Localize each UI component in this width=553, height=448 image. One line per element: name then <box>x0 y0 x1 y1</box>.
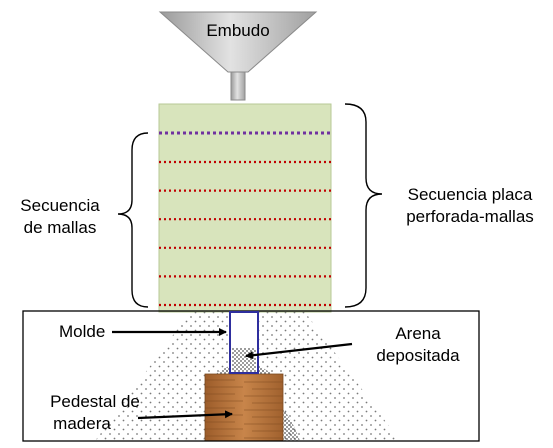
wood-grain-line <box>205 379 283 383</box>
wood-grain-line <box>205 400 283 404</box>
plate-mesh-sequence-label-line1: Secuencia placa <box>408 185 533 204</box>
left-brace <box>117 132 149 308</box>
wood-grain-line <box>205 428 283 432</box>
deposited-sand-label-line1: Arena <box>395 324 441 343</box>
mesh-lines <box>159 160 331 307</box>
wood-grain-line <box>205 421 283 425</box>
deposited-sand-arrow <box>245 342 353 360</box>
deposited-sand-label-line2: depositada <box>376 346 460 365</box>
right-brace <box>344 103 383 308</box>
wood-grain-line <box>205 435 283 439</box>
mesh-tower <box>158 103 332 313</box>
wood-pedestal-arrow <box>137 410 233 420</box>
mesh-sequence-label-line1: Secuencia <box>20 196 100 215</box>
funnel <box>158 11 318 101</box>
mesh-sequence-label-line2: de mallas <box>24 218 97 237</box>
wood-grain-line <box>205 407 283 411</box>
wood-pedestal-label-line2: madera <box>53 414 111 433</box>
plate-mesh-sequence-label-line2: perforada-mallas <box>406 207 534 226</box>
wood-grain-line <box>205 393 283 397</box>
mold <box>229 311 259 374</box>
mold-label: Molde <box>59 322 105 341</box>
wood-grain-line <box>205 386 283 390</box>
wood-pedestal <box>204 373 284 441</box>
wood-pedestal-label-line1: Pedestal de <box>50 392 140 411</box>
deposition-chamber <box>22 310 480 442</box>
funnel-label: Embudo <box>206 21 269 40</box>
